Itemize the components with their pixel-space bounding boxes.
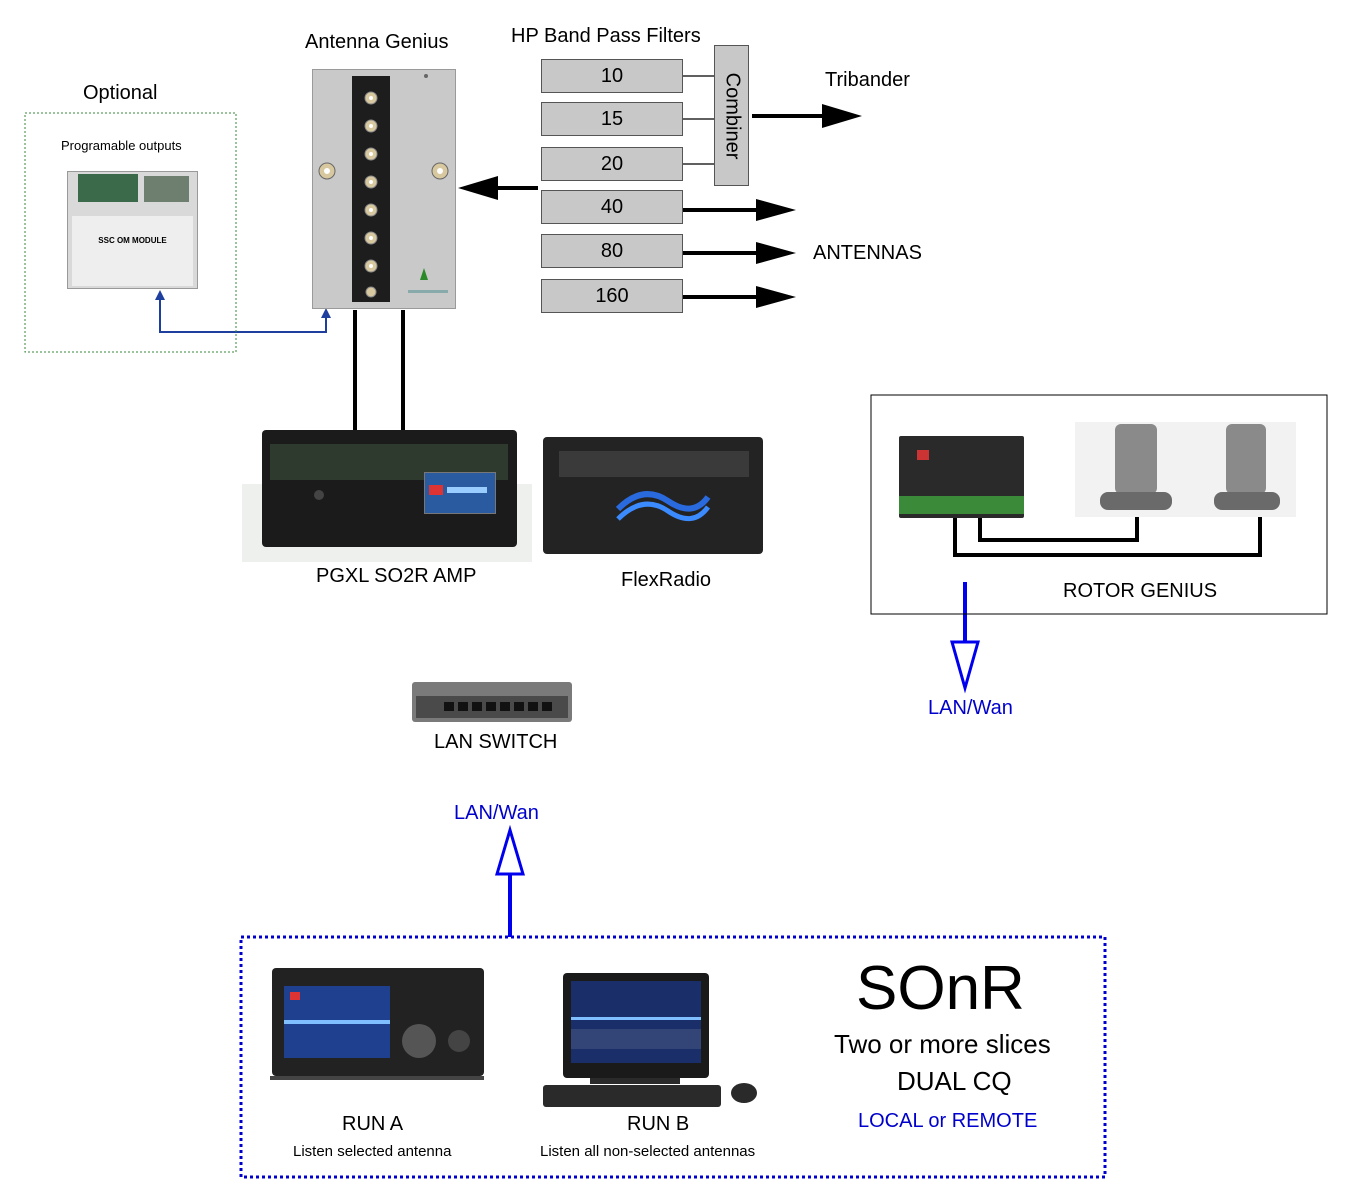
rotor-box [870, 394, 1328, 615]
pgxl-label: PGXL SO2R AMP [316, 565, 477, 587]
antennas-label: ANTENNAS [813, 242, 922, 264]
hp-filters-title: HP Band Pass Filters [511, 25, 701, 47]
filter-80: 80 [541, 234, 683, 268]
filter-20: 20 [541, 147, 683, 181]
combiner-box: Combiner [714, 45, 749, 186]
sonr-line2: DUAL CQ [897, 1066, 1012, 1096]
run-b-stand [590, 1078, 680, 1084]
run-a-screen [284, 986, 390, 1058]
flexradio-logo-icon [615, 491, 711, 521]
genius-to-amp-cables [353, 310, 405, 430]
run-a-radio-device [272, 968, 484, 1076]
optional-box [24, 112, 237, 353]
run-a-knob2-icon [448, 1030, 470, 1052]
tribander-arrow [752, 104, 862, 128]
lan-switch-device [412, 682, 572, 722]
lan-wan-right-label: LAN/Wan [928, 697, 1013, 719]
module-terminal [144, 176, 189, 202]
run-b-keyboard [543, 1085, 721, 1107]
sonr-line1: Two or more slices [834, 1029, 1051, 1059]
sonr-line3: LOCAL or REMOTE [858, 1110, 1038, 1132]
sonr-box [239, 935, 1107, 1179]
antenna-arrow-40 [683, 199, 796, 221]
connector-strip [352, 76, 390, 302]
run-a-label: RUN A [342, 1113, 404, 1135]
filter-to-combiner-lines [683, 75, 714, 165]
run-b-monitor-device [563, 973, 709, 1078]
antenna-arrow-160 [683, 286, 796, 308]
run-b-screen [571, 981, 701, 1063]
optional-label: Optional [83, 82, 158, 104]
filter-15: 15 [541, 102, 683, 136]
run-b-mouse-icon [731, 1083, 757, 1103]
module-board [78, 174, 138, 202]
ssc-module-label: SSC OM MODULE [98, 236, 167, 245]
run-a-base [270, 1076, 484, 1080]
run-a-sub-label: Listen selected antenna [293, 1143, 452, 1160]
lan-switch-label: LAN SWITCH [434, 731, 558, 753]
flexradio-label: FlexRadio [621, 569, 712, 591]
flexradio-device [543, 437, 763, 554]
combiner-label: Combiner [721, 72, 743, 159]
antenna-arrow-80 [683, 242, 796, 264]
side-connector-icons [318, 74, 449, 293]
filters-to-genius-arrow [458, 176, 538, 200]
rotor-cables [953, 515, 1262, 557]
rotor-controller-device [899, 436, 1024, 518]
module-label-plate: SSC OM MODULE [72, 216, 193, 286]
tribander-label: Tribander [825, 69, 910, 91]
filter-160: 160 [541, 279, 683, 313]
amp-display [424, 472, 496, 514]
rotor-1-device [1075, 422, 1197, 517]
rotor-lan-arrow [950, 582, 980, 694]
center-lan-arrow [494, 824, 526, 937]
rotor-terminals [899, 496, 1024, 514]
antenna-genius-device [312, 69, 456, 309]
run-b-label: RUN B [627, 1113, 690, 1135]
lan-ports-icon [444, 702, 552, 711]
programmable-outputs-label: Programable outputs [61, 138, 182, 153]
rotor-2-device [1196, 422, 1296, 517]
antenna-genius-title: Antenna Genius [305, 31, 449, 53]
flexradio-top [559, 451, 749, 477]
run-a-knob-icon [402, 1024, 436, 1058]
ssc-module-device: SSC OM MODULE [67, 171, 198, 289]
connector-icons [364, 91, 378, 298]
pgxl-amp-body [262, 430, 517, 547]
rotor-genius-label: ROTOR GENIUS [1063, 580, 1218, 602]
amp-power-icon [314, 490, 324, 500]
sonr-title: SOnR [856, 954, 1025, 1023]
filter-40: 40 [541, 190, 683, 224]
module-link [155, 290, 331, 333]
run-b-sub-label: Listen all non-selected antennas [540, 1143, 756, 1160]
lan-wan-center-label: LAN/Wan [454, 802, 539, 824]
filter-10: 10 [541, 59, 683, 93]
